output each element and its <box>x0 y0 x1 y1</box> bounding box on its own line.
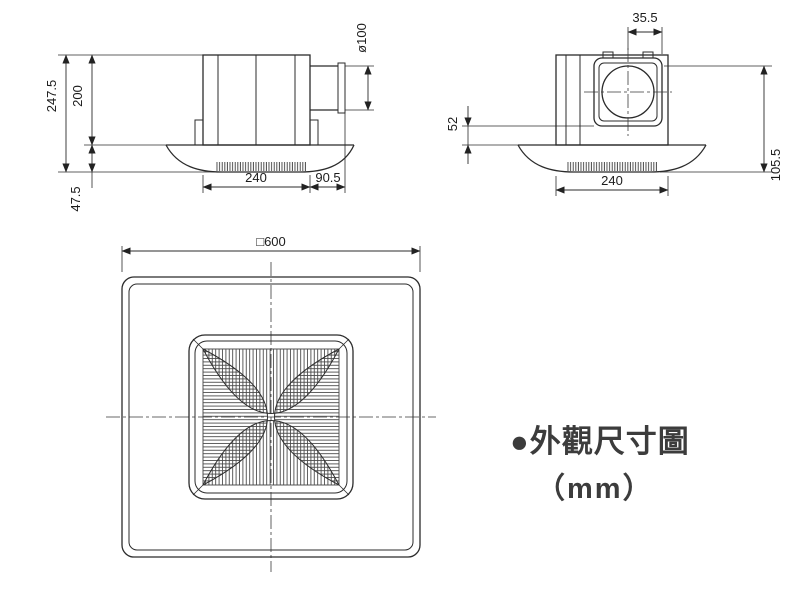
dim-overall-depth: 105.5 <box>768 149 783 182</box>
dim-panel-size: □600 <box>256 234 286 249</box>
louver-hatch <box>566 162 658 171</box>
front-view-duct-flange <box>584 48 672 136</box>
louver-hatch <box>215 162 307 171</box>
dim-front-body-width: 240 <box>601 173 623 188</box>
dim-body-width: 240 <box>245 170 267 185</box>
caption-unit: （mm） <box>536 472 654 505</box>
dim-duct-offset: 35.5 <box>632 10 657 25</box>
front-view-ceiling-panel <box>517 144 707 173</box>
front-view: 35.5 52 240 105.5 <box>445 10 783 196</box>
plan-grille <box>188 334 354 500</box>
side-view-duct <box>310 62 346 114</box>
side-view-dimensions: 247.5 200 47.5 ø100 240 90.5 <box>44 23 374 212</box>
side-view-ceiling-panel <box>165 144 355 173</box>
caption-title: ●外觀尺寸圖 <box>510 424 690 459</box>
front-view-dimensions: 35.5 52 240 105.5 <box>445 10 783 196</box>
dim-body-height: 200 <box>70 85 85 107</box>
front-view-housing <box>555 51 669 146</box>
dim-duct-diameter: ø100 <box>354 23 369 53</box>
dim-flange-depth: 52 <box>445 117 460 131</box>
dim-total-height: 247.5 <box>44 80 59 113</box>
side-view-housing <box>194 54 319 146</box>
dim-panel-height: 47.5 <box>68 186 83 211</box>
caption: ●外觀尺寸圖 （mm） <box>510 424 690 505</box>
dim-duct-extension: 90.5 <box>315 170 340 185</box>
side-view: 247.5 200 47.5 ø100 240 90.5 <box>44 23 374 212</box>
plan-view: □600 <box>106 234 436 572</box>
plan-view-dimensions: □600 <box>121 234 421 272</box>
